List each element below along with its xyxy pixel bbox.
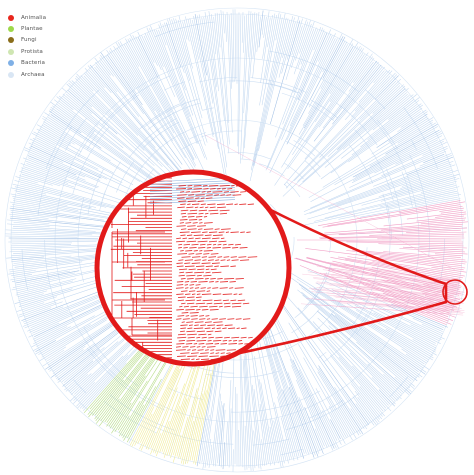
legend-label-fungi: Fungi bbox=[21, 37, 37, 44]
legend-item-archaea: Archaea bbox=[8, 69, 46, 80]
legend-item-bacteria: Bacteria bbox=[8, 58, 46, 69]
legend-label-archaea: Archaea bbox=[21, 71, 45, 78]
animalia-diagonal bbox=[204, 134, 456, 271]
legend-label-animalia: Animalia bbox=[21, 14, 47, 21]
legend-label-protista: Protista bbox=[21, 48, 43, 55]
zoom-border bbox=[94, 169, 292, 367]
zoom-source-circle bbox=[442, 279, 468, 305]
legend-item-plantae: Plantae bbox=[8, 23, 46, 34]
zoom-connector bbox=[204, 173, 468, 359]
legend-item-fungi: Fungi bbox=[8, 35, 46, 46]
tree-branches bbox=[5, 9, 468, 472]
plantae-branches bbox=[129, 296, 222, 465]
legend-swatch-bacteria bbox=[8, 60, 14, 67]
zoom-callout-lines bbox=[204, 173, 448, 359]
animalia-leaf-lines bbox=[300, 261, 465, 316]
fungi-branches bbox=[83, 288, 202, 443]
legend-swatch-fungi bbox=[8, 37, 14, 44]
zoom-inset bbox=[94, 169, 292, 367]
legend: Animalia Plantae Fungi Protista Bacteria… bbox=[8, 12, 46, 80]
legend-swatch-plantae bbox=[8, 26, 14, 33]
zoom-background bbox=[97, 172, 289, 364]
legend-swatch-animalia bbox=[8, 14, 14, 21]
highlighted-animalia-clade bbox=[204, 134, 469, 325]
legend-item-protista: Protista bbox=[8, 46, 46, 57]
legend-swatch-protista bbox=[8, 48, 14, 55]
legend-item-animalia: Animalia bbox=[8, 12, 46, 23]
guide-ring bbox=[4, 7, 470, 473]
legend-swatch-archaea bbox=[8, 71, 14, 78]
zoom-leaf-labels bbox=[175, 184, 258, 361]
legend-label-bacteria: Bacteria bbox=[21, 60, 46, 67]
legend-label-plantae: Plantae bbox=[21, 26, 43, 33]
